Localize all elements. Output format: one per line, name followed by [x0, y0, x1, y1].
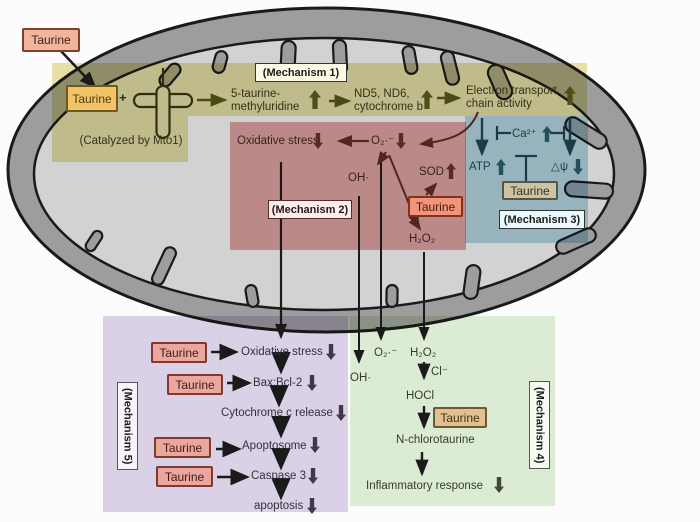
taurine-box-outside: Taurine	[22, 28, 80, 52]
caspase3-label: Caspase 3	[251, 470, 306, 482]
sod-label: SOD	[419, 166, 444, 178]
oxidative-stress-label: Oxidative stress	[237, 135, 319, 147]
methyluridine-line2: methyluridine	[231, 101, 300, 113]
taurine-label: Taurine	[31, 33, 71, 47]
hydroxyl-label: OH·	[348, 172, 370, 184]
nd5-nd6-line1: ND5, ND6,	[354, 88, 410, 100]
arrow-taurine-entry	[59, 49, 97, 89]
taurine-label: Taurine	[72, 91, 112, 106]
plus-sign: +	[119, 90, 127, 105]
taurine-label: Taurine	[175, 377, 215, 392]
taurine-label: Taurine	[510, 183, 550, 198]
decrease-icon	[313, 133, 323, 149]
arrow-superoxide-to-oh	[376, 150, 390, 166]
arrow-taurine-to-h2o2	[408, 216, 422, 231]
mechanism1-tag-label: (Mechanism 1)	[262, 66, 340, 79]
apoptosis-label: apoptosis	[254, 500, 304, 512]
hocl-label: HOCl	[406, 390, 435, 402]
inhibit-calcium-right	[550, 126, 566, 140]
calcium-label: Ca²⁺	[512, 128, 537, 140]
catalyzed-by-mto1-label: (Catalyzed by Mto1)	[79, 135, 183, 147]
membrane-potential-label: △ψ	[551, 161, 569, 173]
taurine-box-m5-4: Taurine	[156, 466, 213, 487]
increase-icon	[542, 126, 552, 142]
taurine-label: Taurine	[162, 440, 203, 455]
decrease-icon	[310, 437, 320, 453]
inhibit-calcium-left	[495, 126, 511, 140]
superoxide-bottom-label: O₂·⁻	[374, 347, 398, 359]
decrease-icon	[307, 498, 317, 514]
mechanism5-tag: (Mechanism 5)	[117, 382, 138, 470]
cytochrome-c-release-label: Cytochrome c release	[221, 407, 333, 419]
bax-bcl2-label: Bax:Bcl-2	[253, 377, 303, 389]
mechanism3-tag-label: (Mechanism 3)	[503, 213, 581, 226]
inhibit-taurine-calcium	[515, 154, 537, 181]
taurine-box-m5-1: Taurine	[151, 342, 207, 363]
taurine-label: Taurine	[440, 410, 480, 425]
mechanism5-tag-label: (Mechanism 5)	[121, 387, 134, 465]
methyluridine-line1: 5-taurine-	[231, 88, 281, 100]
hydroxyl-bottom-label: OH·	[350, 372, 372, 384]
mechanism4-tag-label: (Mechanism 4)	[533, 386, 546, 464]
mechanism1-tag: (Mechanism 1)	[255, 63, 347, 82]
taurine-box-m2: Taurine	[408, 196, 463, 217]
mechanism1-region-band	[188, 63, 587, 116]
mechanism3-tag: (Mechanism 3)	[499, 210, 585, 229]
increase-icon	[446, 163, 456, 179]
taurine-box-m1: Taurine	[66, 85, 118, 112]
taurine-label: Taurine	[159, 345, 199, 360]
decrease-icon	[336, 405, 346, 421]
mechanism2-tag: (Mechanism 2)	[268, 200, 352, 219]
decrease-icon	[573, 159, 583, 175]
decrease-icon	[494, 477, 504, 493]
superoxide-label: O₂·⁻	[371, 135, 395, 147]
decrease-icon	[308, 468, 318, 484]
taurine-label: Taurine	[164, 469, 205, 484]
taurine-box-m4: Taurine	[433, 407, 487, 428]
etc-line1: Electron transport	[466, 85, 557, 97]
chloride-label: Cl⁻	[431, 366, 448, 378]
taurine-box-m5-3: Taurine	[154, 437, 211, 458]
apoptosome-label: Apoptosome	[242, 440, 307, 452]
taurine-label: Taurine	[415, 199, 456, 214]
mechanism4-tag: (Mechanism 4)	[529, 381, 550, 469]
inflammatory-response-label: Inflammatory response	[366, 480, 483, 492]
decrease-icon	[396, 133, 406, 149]
increase-icon	[496, 159, 506, 175]
decrease-icon	[307, 375, 317, 391]
mechanism2-tag-label: (Mechanism 2)	[271, 203, 349, 216]
trna-icon	[132, 68, 194, 140]
cytochrome-b-line2: cytochrome b	[354, 101, 424, 113]
decrease-icon	[326, 344, 336, 360]
etc-line2: chain activity	[466, 98, 532, 110]
oxidative-stress-m5-label: Oxidative stress	[241, 346, 323, 358]
h2o2-bottom-label: H₂O₂	[410, 347, 437, 359]
arrow-etc-to-superoxide-curve	[419, 111, 479, 149]
h2o2-label: H₂O₂	[409, 233, 436, 245]
n-chlorotaurine-label: N-chlorotaurine	[396, 434, 475, 446]
taurine-box-m5-2: Taurine	[167, 374, 223, 395]
arrow-taurine-to-sod	[423, 182, 438, 197]
atp-label: ATP	[469, 161, 491, 173]
taurine-box-m3: Taurine	[502, 181, 558, 200]
